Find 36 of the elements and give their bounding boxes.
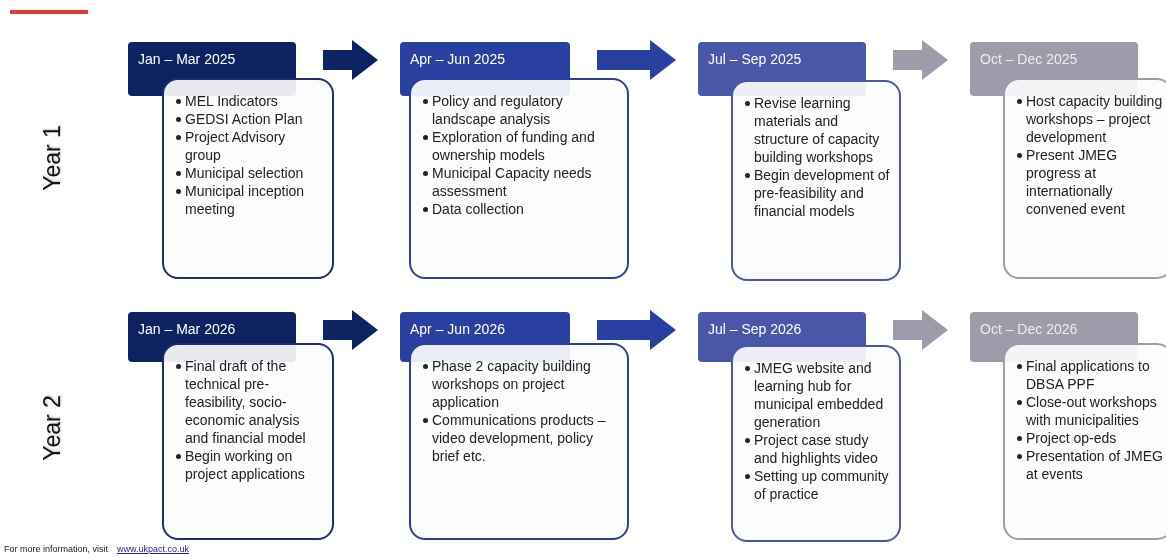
- bullet-text: GEDSI Action Plan: [185, 110, 304, 128]
- activity-card: [1003, 343, 1166, 540]
- activity-card: [731, 80, 901, 281]
- bullet-text: Municipal inception meeting: [185, 182, 306, 218]
- bullet-text: Exploration of funding and ownership models: [432, 128, 596, 164]
- year-label: Year 2: [38, 395, 66, 461]
- activity-card: [1003, 78, 1166, 279]
- bullet-text: Close-out workshops with municipalities: [1026, 393, 1158, 429]
- block-arrow: [323, 310, 378, 350]
- activity-card: [409, 78, 629, 279]
- bullet-text: Revise learning materials and structure of capacity building workshops: [754, 94, 881, 166]
- bullet-text: Municipal Capacity needs assessment: [432, 164, 593, 200]
- activity-card: [409, 343, 629, 540]
- bullet-text: Present JMEG progress at internationally convened event: [1026, 146, 1126, 218]
- year-label: Year 1: [38, 125, 66, 191]
- block-arrow: [893, 40, 948, 80]
- bullet-text: Project case study and highlights video: [754, 431, 879, 467]
- block-arrow: [597, 310, 676, 350]
- bullet-text: Begin development of pre-feasibility and financial models: [754, 166, 891, 220]
- website-link: www.ukpact.co.uk: [117, 544, 190, 554]
- bullet-text: Begin working on project applications: [185, 447, 306, 483]
- block-arrow: [323, 40, 378, 80]
- bullet-text: Data collection: [432, 200, 525, 218]
- bullet-text: Municipal selection: [185, 164, 305, 182]
- block-arrow: [893, 310, 948, 350]
- bullet-text: Project Advisory group: [185, 128, 287, 164]
- bullet-text: JMEG website and learning hub for municipal embedded generation: [754, 359, 885, 431]
- block-arrow: [597, 40, 676, 80]
- bullet-text: Project op-eds: [1026, 429, 1118, 447]
- activity-card: [731, 345, 901, 542]
- activity-card: [162, 343, 334, 540]
- footer-note: For more information, visit: [4, 544, 109, 554]
- bullet-text: Communications products – video development, policy brief etc.: [432, 411, 607, 465]
- bullet-text: Presentation of JMEG at events: [1026, 447, 1163, 483]
- bullet-text: Setting up community of practice: [754, 467, 890, 503]
- activity-card: [162, 78, 334, 279]
